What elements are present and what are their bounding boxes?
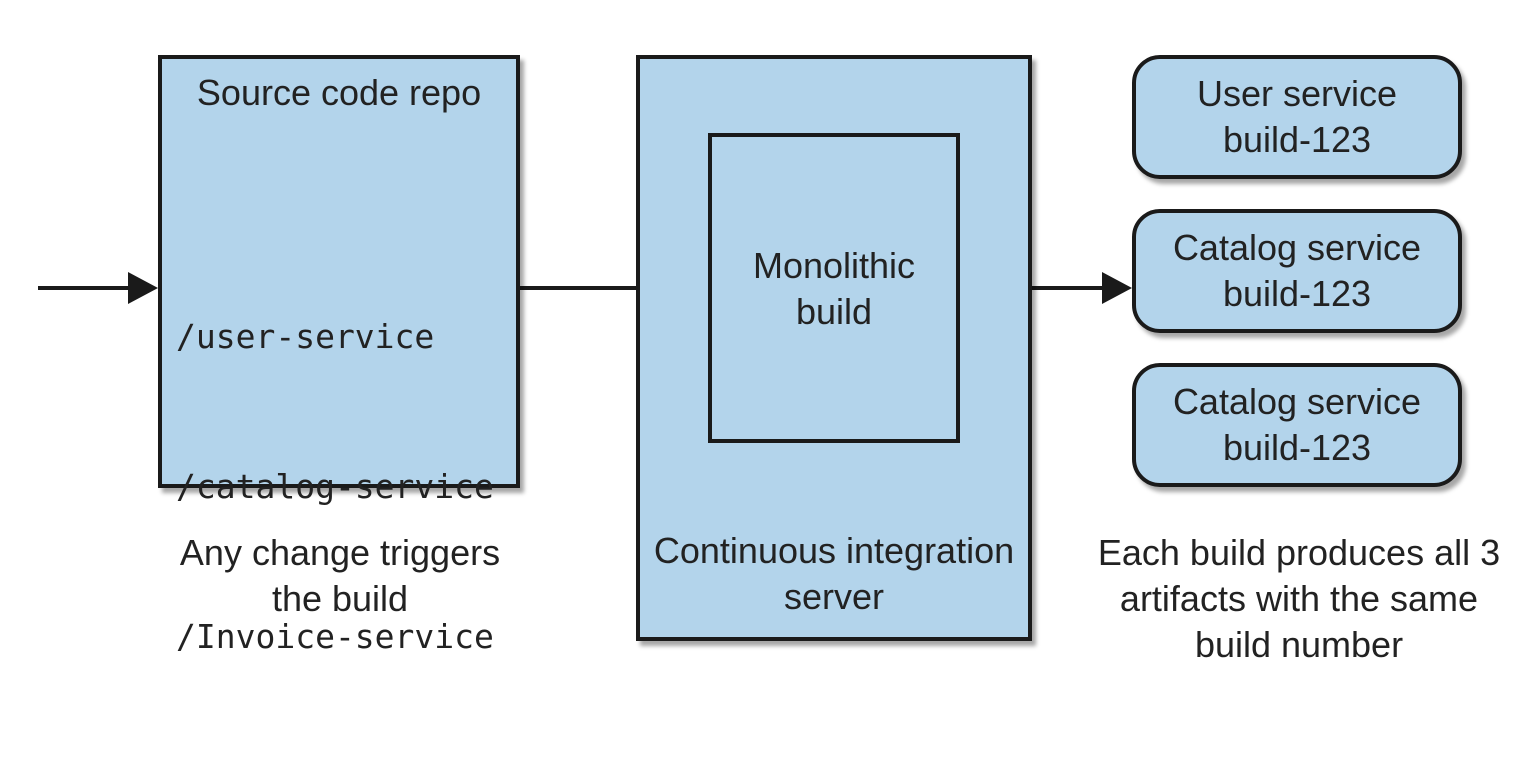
- artifacts-caption: Each build produces all 3 artifacts with…: [1097, 532, 1501, 665]
- repo-paths-list: /user-service /catalog-service /Invoice-…: [176, 212, 494, 762]
- monolithic-build-box: [708, 133, 960, 443]
- monolithic-build-diagram: Source code repo /user-service /catalog-…: [38, 55, 1501, 665]
- source-repo-title: Source code repo: [196, 72, 482, 113]
- repo-path-catalog-service: /catalog-service: [176, 467, 494, 506]
- arrow-into-repo: [38, 272, 158, 304]
- repo-caption: Any change triggers the build: [179, 532, 501, 619]
- ci-server-label: Continuous integration server: [653, 530, 1015, 617]
- artifact-catalog-service-2: Catalog service build-123: [1132, 363, 1462, 487]
- monolithic-build-label: Monolithic build: [752, 245, 916, 332]
- source-repo-box: [158, 55, 520, 488]
- artifact-catalog-service: Catalog service build-123: [1132, 209, 1462, 333]
- artifact-user-service: User service build-123: [1132, 55, 1462, 179]
- repo-path-invoice-service: /Invoice-service: [176, 617, 494, 656]
- repo-path-user-service: /user-service: [176, 317, 435, 356]
